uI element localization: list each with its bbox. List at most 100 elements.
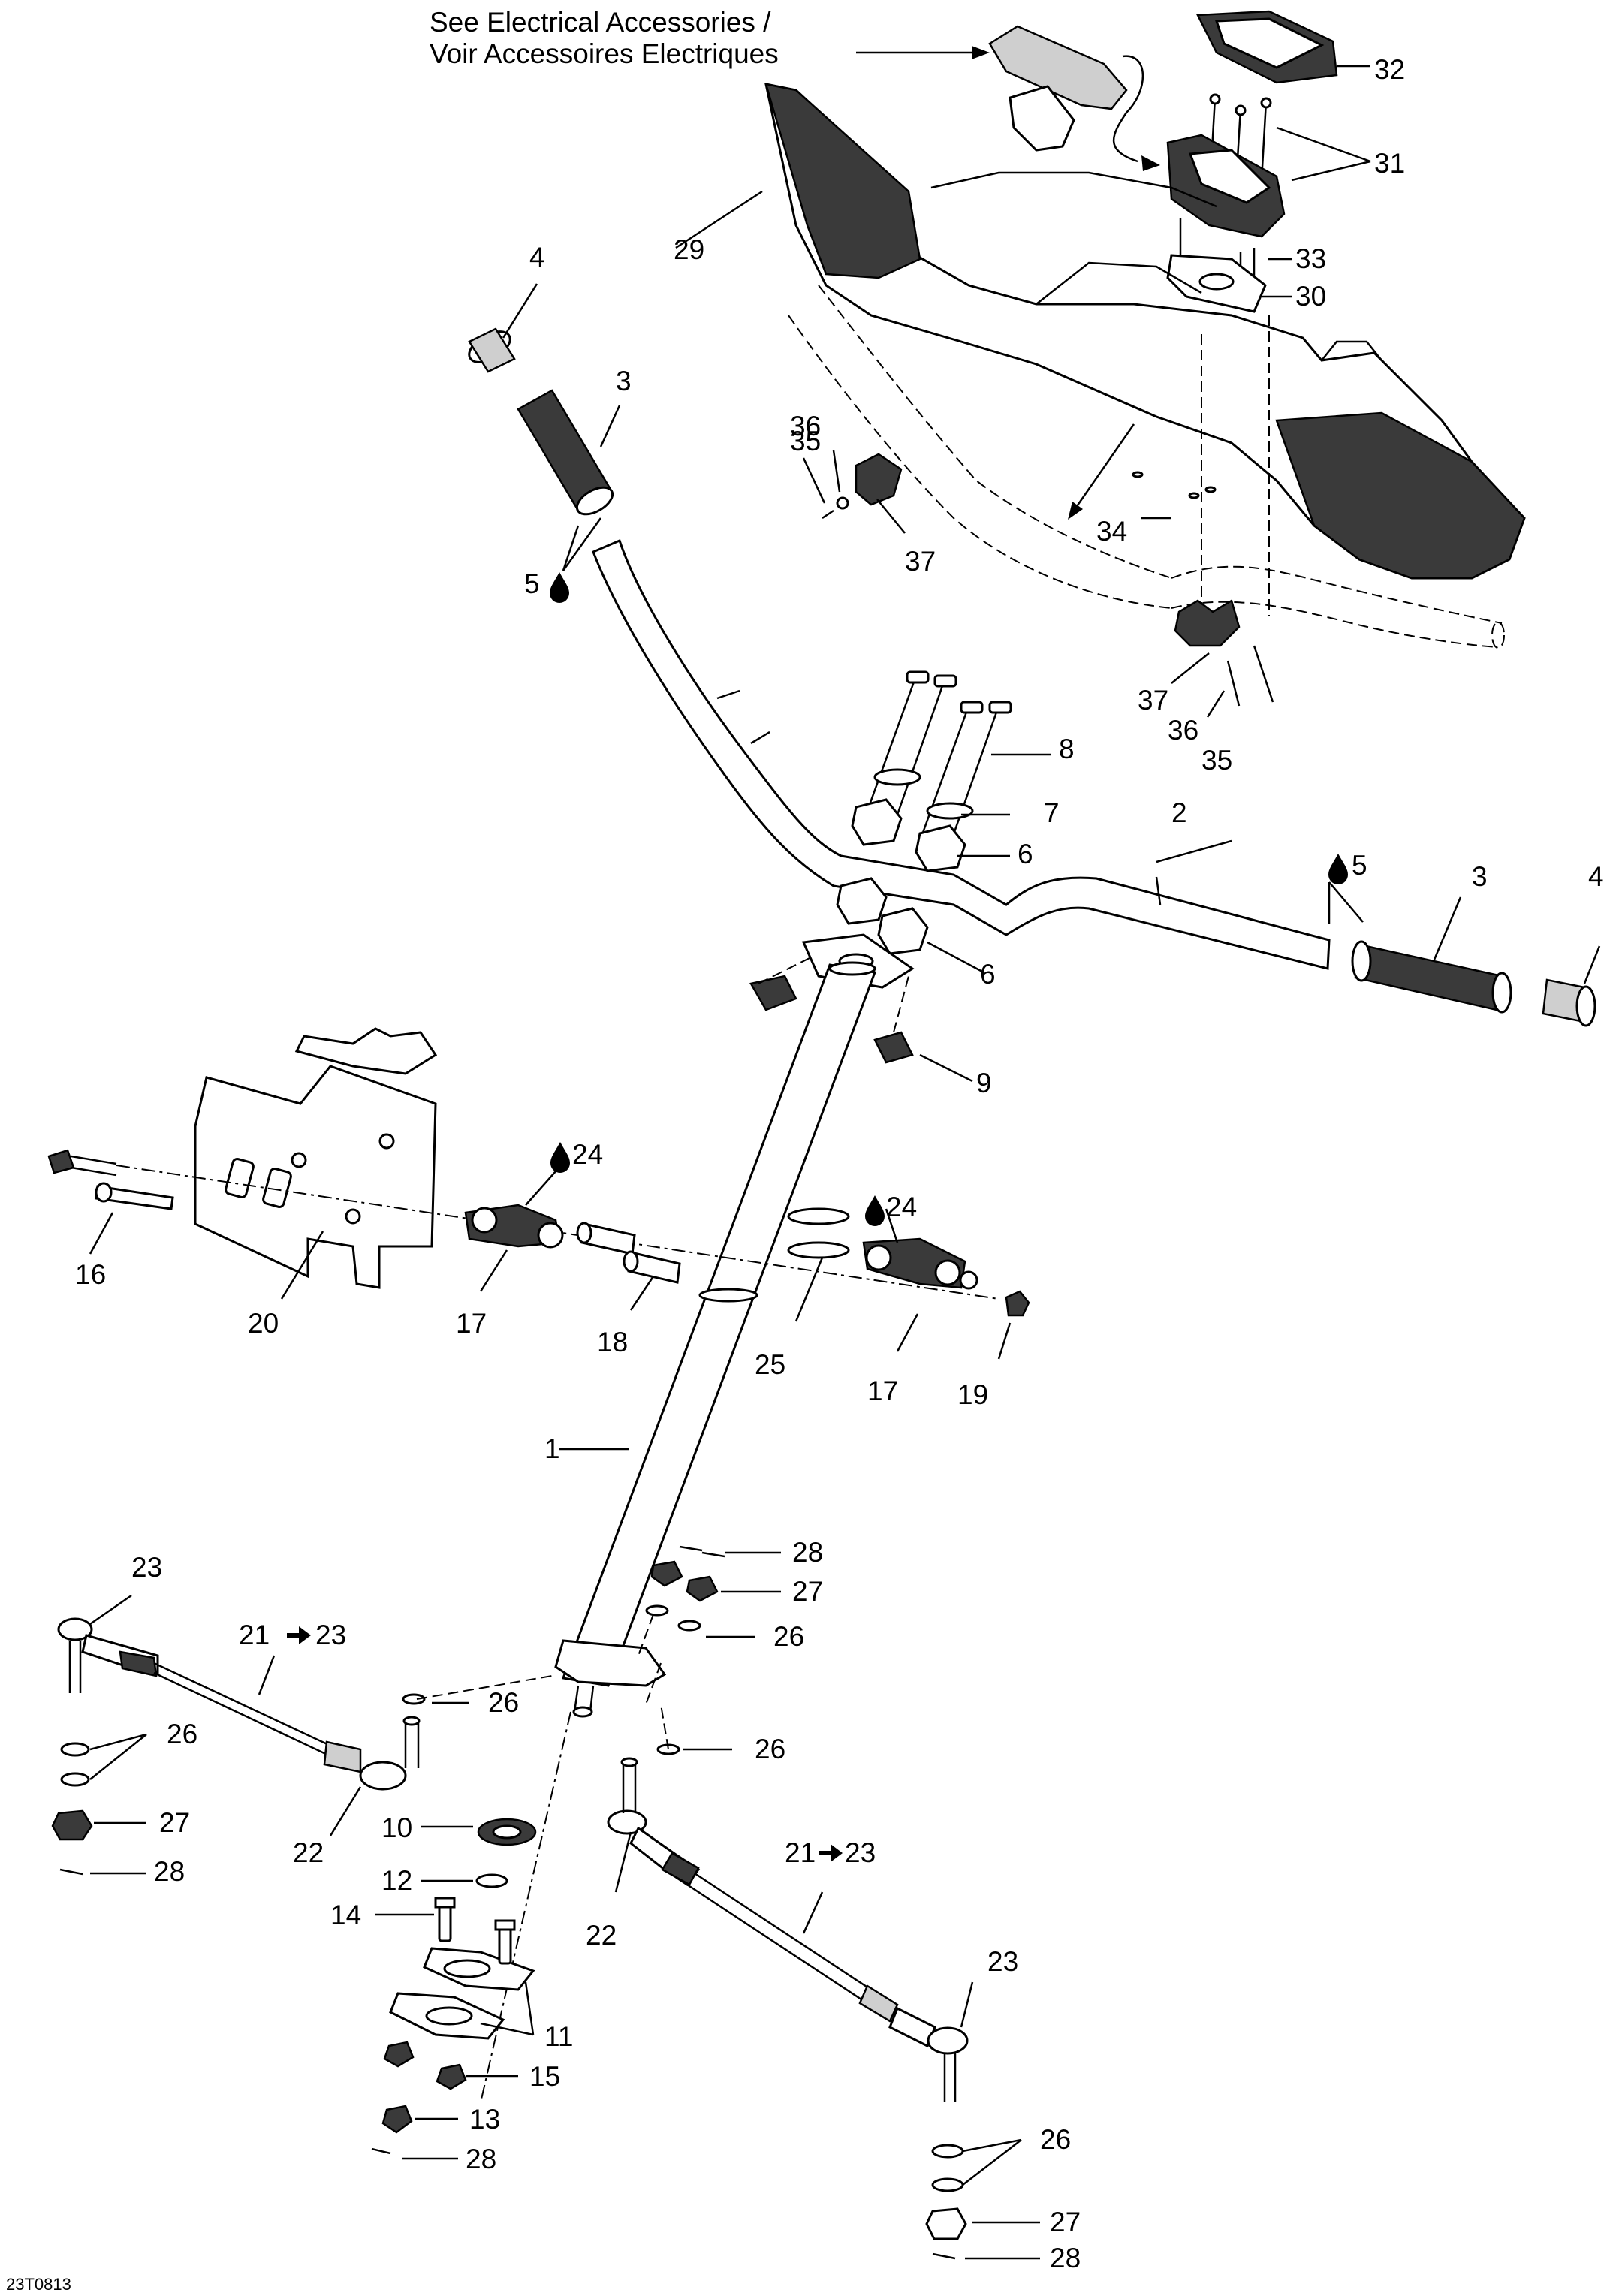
callout-26c: 26 [167, 1719, 197, 1749]
leader-2 [1156, 839, 1232, 863]
callout-21b: 21 [785, 1837, 816, 1868]
callout-15: 15 [529, 2061, 560, 2092]
lube-drop-icon-24-left [550, 1142, 570, 1173]
callout-32: 32 [1374, 54, 1405, 85]
callout-labels: 4 3 5 29 35 36 36 37 32 31 33 30 34 37 3… [75, 54, 1604, 2273]
callout-6b: 6 [980, 959, 996, 990]
callout-3b: 3 [1472, 861, 1488, 892]
callout-36b: 36 [1168, 715, 1198, 746]
callout-3: 3 [616, 366, 632, 396]
callout-28b: 28 [154, 1856, 185, 1887]
lube-drop-icon-24-right [865, 1195, 885, 1226]
callout-7: 7 [1044, 797, 1060, 828]
reference-code: 23T0813 [6, 2275, 71, 2294]
callout-31: 31 [1374, 148, 1405, 179]
callout-1: 1 [544, 1433, 560, 1464]
bushings-18 [576, 1222, 681, 1311]
callout-24: 24 [572, 1139, 603, 1170]
callout-5: 5 [524, 568, 540, 599]
callout-19: 19 [957, 1379, 988, 1410]
callout-36-visible: 36 [790, 411, 821, 441]
handlebar-cover-29 [675, 83, 1526, 580]
lube-leaders-5-left [562, 517, 602, 571]
fasteners-right [925, 2138, 1040, 2260]
callout-9: 9 [976, 1068, 992, 1098]
callout-30: 30 [1295, 281, 1326, 312]
callout-20: 20 [248, 1308, 279, 1339]
callout-21: 21 [239, 1620, 270, 1650]
callout-11: 11 [544, 2021, 573, 2052]
visor-32 [1196, 10, 1370, 84]
arrows-34 [1068, 423, 1217, 520]
callout-25: 25 [755, 1349, 785, 1380]
callout-28: 28 [792, 1537, 823, 1568]
range-arrow-icon-left [287, 1626, 311, 1644]
callout-10: 10 [381, 1812, 412, 1843]
bracket-31 [1166, 93, 1371, 238]
fasteners-left [51, 1733, 147, 1876]
lube-drop-icon-5-right [1328, 854, 1348, 884]
callout-13: 13 [469, 2104, 500, 2135]
callout-4: 4 [529, 242, 545, 273]
handlebar-cover-assembly [675, 10, 1526, 718]
callout-24b: 24 [886, 1192, 917, 1222]
range-arrow-icon-right [819, 1844, 843, 1862]
gauge-accessory [988, 25, 1160, 171]
callout-22: 22 [293, 1837, 324, 1868]
callout-23d: 23 [987, 1946, 1018, 1977]
callout-16: 16 [75, 1259, 106, 1290]
bearing-assembly [371, 1711, 571, 2160]
callout-37: 37 [905, 546, 936, 577]
mount-plate-30 [1166, 218, 1292, 313]
grip-3-left [468, 283, 621, 516]
callout-28d: 28 [1050, 2243, 1081, 2273]
callout-34: 34 [1096, 516, 1127, 547]
clip-37-left [802, 450, 906, 534]
callout-26: 26 [773, 1621, 804, 1652]
tie-rod-right [607, 1757, 974, 2102]
callout-35: 35 [790, 426, 821, 456]
callout-8: 8 [1059, 734, 1075, 764]
note-line-2: Voir Accessoires Electriques [430, 38, 779, 69]
note-line-1: See Electrical Accessories / [430, 7, 771, 38]
callout-29: 29 [674, 234, 704, 265]
shaft-support-left-17 [464, 1171, 564, 1292]
callout-27: 27 [792, 1576, 823, 1607]
callout-23c: 23 [845, 1837, 876, 1868]
handlebar-ghost-outline [788, 285, 1505, 649]
clip-37-right [1171, 599, 1274, 718]
callout-17: 17 [456, 1308, 487, 1339]
steering-column-1 [554, 961, 877, 1718]
callout-26d: 26 [755, 1734, 785, 1764]
callout-2: 2 [1171, 797, 1187, 828]
callout-27c: 27 [1050, 2207, 1081, 2237]
nut-19 [997, 1290, 1030, 1360]
callout-4b: 4 [1588, 861, 1604, 892]
callout-6: 6 [1018, 839, 1033, 869]
note-arrow-head [972, 46, 990, 59]
callout-12: 12 [381, 1865, 412, 1896]
callout-23b: 23 [315, 1620, 346, 1650]
callout-23: 23 [131, 1552, 162, 1583]
callout-27b: 27 [159, 1807, 190, 1838]
callout-37b: 37 [1138, 685, 1168, 716]
tie-rod-left [57, 1594, 421, 1836]
callout-26b: 26 [488, 1687, 519, 1718]
handlebar-2 [592, 538, 1331, 970]
callout-14: 14 [330, 1900, 361, 1930]
callout-5b: 5 [1352, 850, 1367, 881]
callout-26e: 26 [1040, 2124, 1071, 2155]
callout-33: 33 [1295, 243, 1326, 274]
callout-18: 18 [597, 1327, 628, 1357]
shaft-support-right-17 [862, 1208, 978, 1352]
electrical-accessories-note: See Electrical Accessories / Voir Access… [430, 7, 990, 69]
callout-28c: 28 [466, 2144, 496, 2174]
washers-25 [794, 1257, 824, 1322]
fasteners-column-top [402, 1545, 781, 1755]
grip-3-right [1328, 881, 1601, 1027]
callout-22b: 22 [586, 1920, 617, 1951]
callout-17b: 17 [867, 1375, 898, 1406]
callout-35b: 35 [1201, 745, 1232, 776]
support-bracket-20 [194, 1027, 438, 1300]
